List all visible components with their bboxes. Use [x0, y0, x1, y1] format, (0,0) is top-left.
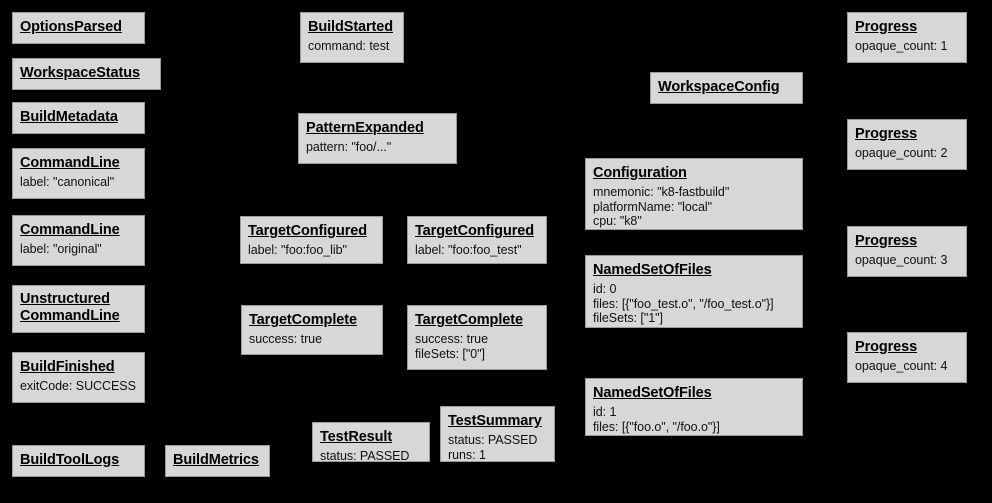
event-node-build-started[interactable]: BuildStarted command: test [300, 12, 404, 63]
event-node-configuration[interactable]: Configuration mnemonic: "k8-fastbuild"pla… [585, 158, 803, 230]
event-node-field: files: [{"foo.o", "/foo.o"}] [593, 419, 720, 434]
event-node-command-line-canonical[interactable]: CommandLine label: "canonical" [12, 148, 145, 199]
event-node-field: success: true [415, 331, 488, 346]
event-node-command-line-original[interactable]: CommandLine label: "original" [12, 215, 145, 266]
event-node-field: opaque_count: 1 [855, 38, 948, 53]
event-node-field: exitCode: SUCCESS [20, 378, 136, 393]
event-node-title: TargetComplete [415, 312, 523, 328]
event-node-field: label: "original" [20, 241, 102, 256]
event-node-fields: exitCode: SUCCESS [20, 379, 137, 394]
event-node-fields: opaque_count: 3 [855, 253, 959, 268]
event-node-field: cpu: "k8" [593, 214, 642, 229]
event-node-test-result[interactable]: TestResult status: PASSED [312, 422, 430, 464]
event-node-build-metadata[interactable]: BuildMetadata [12, 102, 145, 134]
event-node-fields: label: "foo:foo_lib" [248, 243, 375, 258]
event-node-build-tool-logs[interactable]: BuildToolLogs [12, 445, 145, 477]
event-node-target-configured-foo-test[interactable]: TargetConfigured label: "foo:foo_test" [407, 216, 547, 264]
event-node-field: id: 1 [593, 404, 617, 419]
event-node-fields: label: "canonical" [20, 175, 137, 190]
event-node-title: Unstructured CommandLine [20, 291, 120, 325]
event-node-field: opaque_count: 4 [855, 358, 948, 373]
event-node-title: Progress [855, 19, 918, 35]
event-node-field: status: PASSED [448, 432, 538, 447]
event-node-unstructured-command-line[interactable]: Unstructured CommandLine [12, 285, 145, 333]
event-node-field: label: "canonical" [20, 174, 115, 189]
event-node-field: command: test [308, 38, 390, 53]
event-node-title: BuildMetadata [20, 109, 118, 126]
event-node-title: Progress [855, 126, 918, 142]
event-node-field: label: "foo:foo_lib" [248, 242, 347, 257]
event-node-progress-2[interactable]: Progress opaque_count: 2 [847, 119, 967, 170]
event-node-title: NamedSetOfFiles [593, 262, 712, 278]
event-node-field: opaque_count: 3 [855, 252, 948, 267]
event-node-fields: opaque_count: 1 [855, 39, 959, 54]
event-node-fields: pattern: "foo/..." [306, 140, 449, 155]
event-node-fields: success: true [249, 332, 375, 347]
event-node-title: TestSummary [448, 413, 542, 429]
event-node-title: OptionsParsed [20, 19, 122, 36]
event-node-title: BuildToolLogs [20, 452, 120, 469]
event-node-title: CommandLine [20, 155, 120, 171]
event-node-progress-1[interactable]: Progress opaque_count: 1 [847, 12, 967, 63]
event-node-fields: opaque_count: 4 [855, 359, 959, 374]
event-node-title: BuildStarted [308, 19, 394, 35]
event-node-build-metrics[interactable]: BuildMetrics [165, 445, 270, 477]
event-node-fields: label: "foo:foo_test" [415, 243, 539, 258]
event-node-title: BuildFinished [20, 359, 115, 375]
event-node-options-parsed[interactable]: OptionsParsed [12, 12, 145, 44]
event-node-build-finished[interactable]: BuildFinished exitCode: SUCCESS [12, 352, 145, 403]
event-node-title: Progress [855, 339, 918, 355]
event-node-field: id: 0 [593, 281, 617, 296]
event-node-field: fileSets: ["1"] [593, 311, 663, 326]
event-node-fields: label: "original" [20, 242, 137, 257]
event-node-title: Configuration [593, 165, 687, 181]
event-node-target-configured-foo-lib[interactable]: TargetConfigured label: "foo:foo_lib" [240, 216, 383, 264]
event-node-target-complete-lib[interactable]: TargetComplete success: true [241, 305, 383, 355]
event-node-progress-3[interactable]: Progress opaque_count: 3 [847, 226, 967, 277]
event-node-pattern-expanded[interactable]: PatternExpanded pattern: "foo/..." [298, 113, 457, 164]
event-node-field: runs: 1 [448, 447, 486, 462]
event-node-fields: command: test [308, 39, 396, 54]
event-node-title: NamedSetOfFiles [593, 385, 712, 401]
event-node-fields: status: PASSED [320, 449, 422, 464]
event-node-progress-4[interactable]: Progress opaque_count: 4 [847, 332, 967, 383]
event-node-workspace-status[interactable]: WorkspaceStatus [12, 58, 161, 90]
event-node-field: platformName: "local" [593, 199, 712, 214]
event-node-title: PatternExpanded [306, 120, 424, 136]
event-node-title: TargetConfigured [415, 223, 534, 239]
event-node-title: WorkspaceConfig [658, 79, 780, 96]
event-node-title: CommandLine [20, 222, 120, 238]
event-node-title: Progress [855, 233, 918, 249]
event-node-title: TargetComplete [249, 312, 357, 328]
event-node-field: pattern: "foo/..." [306, 139, 392, 154]
event-node-fields: opaque_count: 2 [855, 146, 959, 161]
event-node-title: WorkspaceStatus [20, 65, 140, 82]
event-node-field: mnemonic: "k8-fastbuild" [593, 184, 730, 199]
event-node-field: fileSets: ["0"] [415, 346, 485, 361]
event-node-field: status: PASSED [320, 448, 410, 463]
event-node-field: opaque_count: 2 [855, 145, 948, 160]
event-node-field: success: true [249, 331, 322, 346]
event-node-field: files: [{"foo_test.o", "/foo_test.o"}] [593, 296, 774, 311]
event-node-workspace-config[interactable]: WorkspaceConfig [650, 72, 803, 104]
event-node-title: TargetConfigured [248, 223, 367, 239]
event-node-title: BuildMetrics [173, 452, 259, 469]
event-node-field: label: "foo:foo_test" [415, 242, 522, 257]
event-node-fields: mnemonic: "k8-fastbuild"platformName: "l… [593, 185, 795, 229]
event-node-title: TestResult [320, 429, 393, 445]
